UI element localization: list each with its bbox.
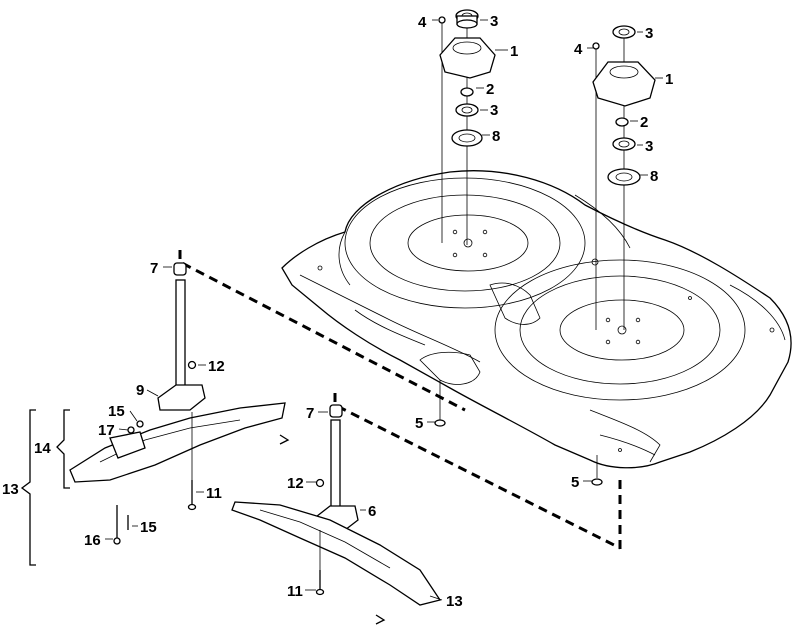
label-3: 3	[645, 138, 653, 155]
label-13: 13	[2, 481, 19, 498]
label-1: 1	[665, 71, 673, 88]
blade-13-right	[231, 501, 442, 606]
label-1: 1	[510, 43, 518, 60]
blade-13-left	[69, 402, 286, 483]
label-4: 4	[418, 14, 427, 31]
screw-4	[438, 16, 446, 24]
blade-adapter-9	[157, 384, 206, 411]
right-blade-assembly	[231, 404, 442, 625]
label-11: 11	[287, 583, 303, 600]
spacer-2	[460, 87, 474, 97]
nut-5-right	[591, 478, 603, 486]
label-11: 11	[206, 485, 222, 502]
label-13: 13	[446, 593, 463, 610]
spindle-housing-1	[439, 37, 496, 79]
label-3: 3	[645, 25, 653, 42]
screw-17	[127, 426, 135, 434]
nut-7	[173, 262, 187, 276]
label-8: 8	[492, 128, 500, 145]
alignment-lines	[178, 250, 622, 550]
label-7: 7	[150, 260, 158, 277]
spindle-housing-1	[592, 61, 656, 107]
mulching-kit-14	[109, 431, 146, 459]
label-2: 2	[640, 114, 648, 131]
bracket-14	[56, 409, 70, 489]
callout-labels: 4 3 1 2 3 8 4 3 1 2 3 8 7 12 9 15 17 14 …	[2, 13, 673, 610]
label-3: 3	[490, 13, 498, 30]
seal-8	[451, 129, 483, 147]
rotation-arrow-right	[375, 614, 386, 625]
bracket-13	[20, 409, 36, 566]
left-spindle-assembly	[438, 9, 496, 245]
label-5: 5	[571, 474, 579, 491]
label-15: 15	[140, 519, 157, 536]
nuts-5	[434, 380, 603, 486]
label-7: 7	[306, 405, 314, 422]
spacer-2	[615, 117, 629, 127]
mower-deck	[281, 170, 792, 469]
label-6: 6	[368, 503, 376, 520]
label-14: 14	[34, 440, 51, 457]
rotation-arrow-left	[279, 434, 290, 445]
label-15: 15	[108, 403, 125, 420]
label-3: 3	[490, 102, 498, 119]
bearing-3-lower	[612, 137, 636, 151]
label-16: 16	[84, 532, 101, 549]
leader-lines	[105, 19, 663, 601]
right-spindle-assembly	[592, 25, 656, 330]
bearing-3	[612, 25, 636, 39]
label-2: 2	[486, 81, 494, 98]
label-12: 12	[287, 475, 304, 492]
nut-5-left	[434, 419, 446, 427]
left-blade-assembly	[69, 262, 290, 545]
seal-8	[607, 168, 641, 186]
bearing-3-lower	[455, 103, 479, 117]
nut-7-right	[329, 404, 343, 418]
screw-12	[187, 360, 197, 370]
screw-4	[592, 42, 600, 50]
label-17: 17	[98, 422, 115, 439]
label-4: 4	[574, 41, 583, 58]
label-12: 12	[208, 358, 225, 375]
screw-12-right	[315, 478, 325, 488]
label-9: 9	[136, 382, 144, 399]
washer-15	[136, 420, 144, 428]
group-brackets	[20, 409, 70, 566]
label-5: 5	[415, 415, 423, 432]
label-8: 8	[650, 168, 658, 185]
